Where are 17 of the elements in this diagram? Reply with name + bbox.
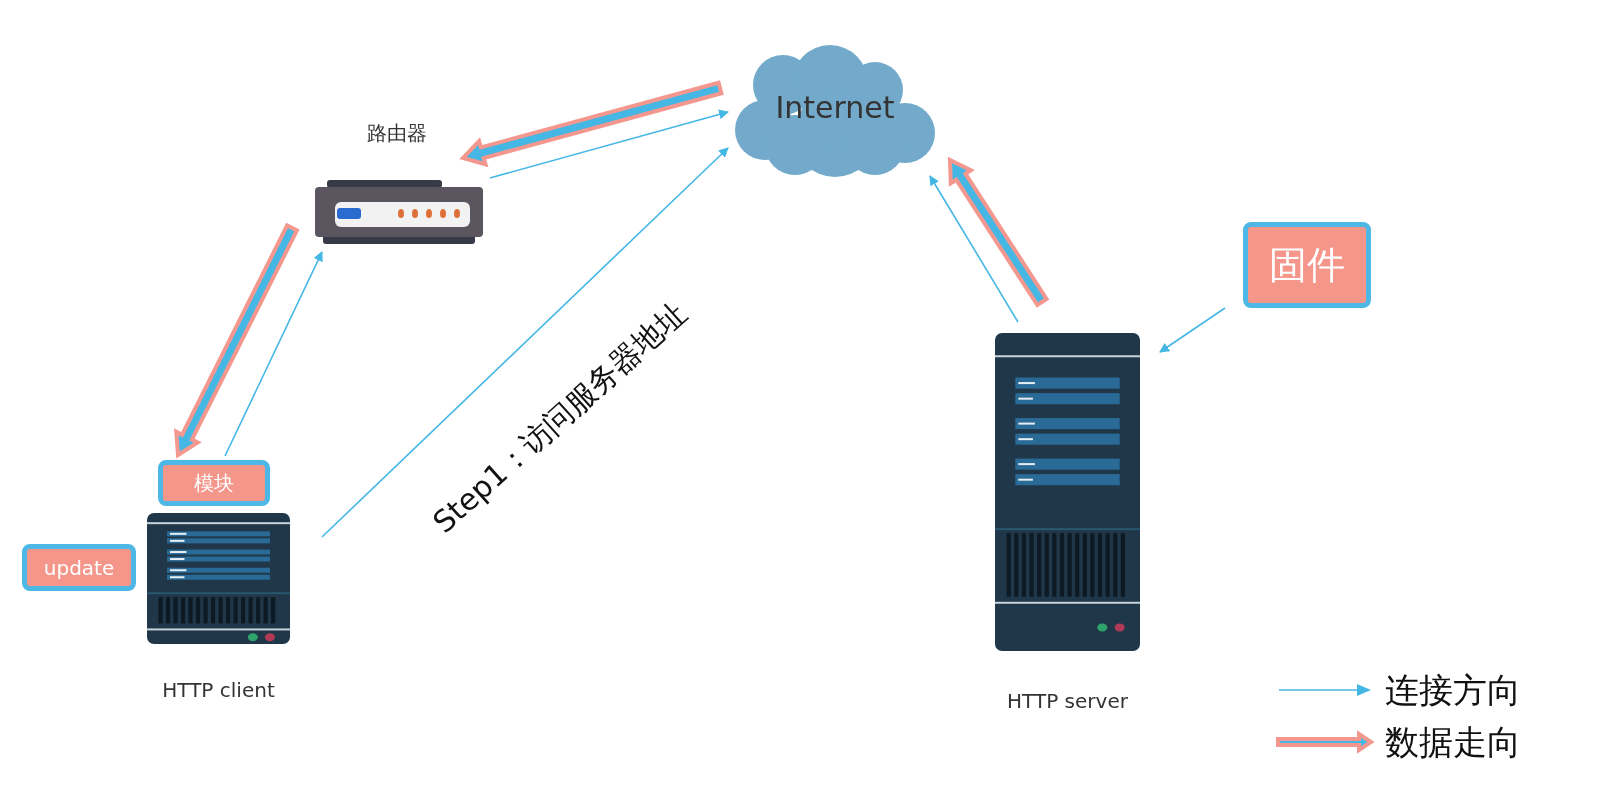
text-box: update xyxy=(22,544,136,591)
cloud-label: Internet xyxy=(774,90,896,125)
connection-arrow xyxy=(489,109,729,179)
device-label: 路由器 xyxy=(366,120,428,147)
data-flow-arrow xyxy=(459,80,724,168)
connection-arrow xyxy=(224,251,323,457)
device-label: HTTP server xyxy=(1006,689,1129,713)
data-flow-arrow xyxy=(174,222,300,459)
device-label: HTTP client xyxy=(161,678,276,702)
text-box: 固件 xyxy=(1243,222,1371,308)
connection-arrow xyxy=(929,175,1019,323)
data-flow-arrow xyxy=(947,156,1050,308)
legend-text: 数据走向 xyxy=(1385,721,1521,764)
connection-arrow xyxy=(321,147,729,538)
connection-arrow xyxy=(1159,307,1226,353)
legend-text: 连接方向 xyxy=(1385,669,1521,712)
text-box: 模块 xyxy=(158,460,270,506)
